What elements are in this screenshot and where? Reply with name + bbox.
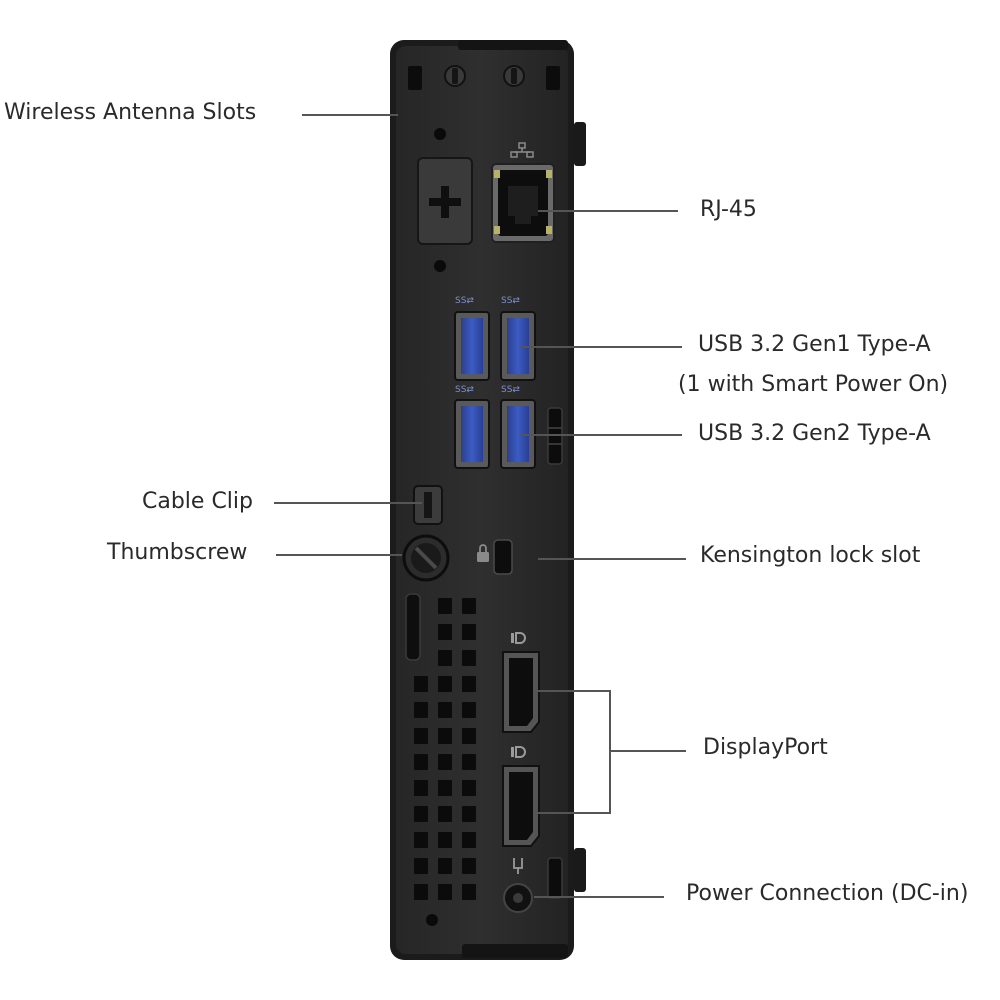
- label-power-connection: Power Connection (DC-in): [686, 881, 969, 906]
- usb-badge-bottom-right: SS⇄: [501, 385, 520, 395]
- usb-superspeed-icon: SS⇄ SS⇄ SS⇄ SS⇄: [455, 296, 520, 395]
- label-displayport: DisplayPort: [703, 735, 828, 760]
- network-icon: [510, 142, 534, 158]
- leader-dp-bottom: [534, 812, 610, 814]
- leader-usb-gen1: [520, 346, 682, 348]
- label-rj45: RJ-45: [700, 197, 757, 222]
- usb-ports: [454, 311, 536, 469]
- cable-clip: [413, 485, 443, 525]
- label-usb-gen1-note: (1 with Smart Power On): [678, 372, 949, 397]
- label-usb-gen1: USB 3.2 Gen1 Type-A: [698, 332, 931, 357]
- label-cable-clip: Cable Clip: [142, 489, 253, 514]
- vent-grid: [414, 598, 476, 900]
- displayport-icon: [511, 632, 526, 758]
- usb-badge-top-left: SS⇄: [455, 296, 474, 306]
- leader-dp-main: [610, 750, 686, 752]
- antenna-slots: [408, 65, 560, 90]
- displayport-ports: [502, 651, 540, 847]
- label-usb-gen2: USB 3.2 Gen2 Type-A: [698, 421, 931, 446]
- expansion-cover: [417, 157, 473, 245]
- leader-dp-top: [534, 690, 610, 692]
- rj45-port: [491, 163, 555, 243]
- usb-badge-top-right: SS⇄: [501, 296, 520, 306]
- label-wireless-antenna-slots: Wireless Antenna Slots: [4, 100, 257, 125]
- kensington-slot: [493, 539, 513, 575]
- leader-kensington: [538, 558, 686, 560]
- label-thumbscrew: Thumbscrew: [107, 540, 248, 565]
- power-plug-icon: [513, 858, 523, 874]
- dc-in-port: [503, 883, 533, 913]
- leader-dp-bracket: [609, 690, 611, 814]
- label-kensington-lock-slot: Kensington lock slot: [700, 543, 921, 568]
- leader-wireless: [302, 114, 398, 116]
- leader-cable-clip: [274, 502, 422, 504]
- leader-thumbscrew: [276, 554, 402, 556]
- leader-power: [534, 896, 664, 898]
- thumbscrew: [402, 534, 450, 582]
- lock-icon: [477, 544, 489, 562]
- leader-rj45: [538, 210, 678, 212]
- usb-badge-bottom-left: SS⇄: [455, 385, 474, 395]
- leader-usb-gen2: [520, 434, 682, 436]
